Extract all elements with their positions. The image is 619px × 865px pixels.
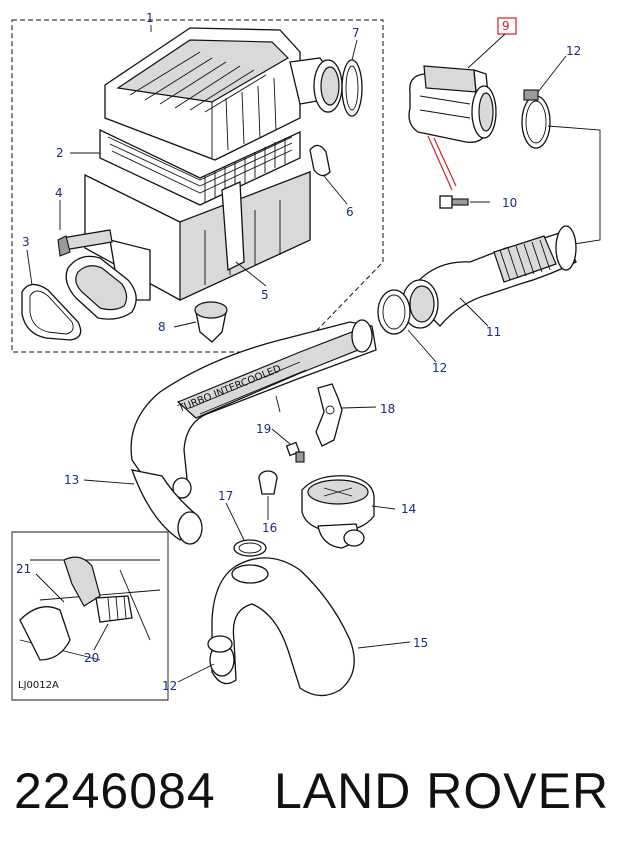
callout-2: 2 xyxy=(56,146,64,160)
callout-3: 3 xyxy=(22,235,30,249)
callouts: 1 2 3 4 5 6 7 8 9 10 11 12 12 12 13 14 1… xyxy=(16,11,581,693)
callout-1: 1 xyxy=(146,11,154,25)
callout-12-bottom: 12 xyxy=(162,679,177,693)
parts-diagram: TURBO INTERCOOLED xyxy=(11,11,601,701)
hose-clip xyxy=(377,289,411,335)
callout-20: 20 xyxy=(84,651,99,665)
callout-15: 15 xyxy=(413,636,428,650)
part-number: 2246084 xyxy=(14,763,216,819)
highlight-leader xyxy=(467,33,506,69)
resonator xyxy=(301,475,375,549)
bolt xyxy=(439,195,469,209)
callout-18: 18 xyxy=(380,402,395,416)
callout-21: 21 xyxy=(16,562,31,576)
footer xyxy=(0,722,619,865)
outlet-seal xyxy=(341,59,363,117)
reference-code: LJ0012A xyxy=(18,680,59,691)
inlet-seal xyxy=(21,283,82,341)
mass-air-flow-sensor xyxy=(408,65,497,143)
callout-9: 9 xyxy=(502,19,510,33)
dump-valve xyxy=(194,301,228,343)
hose-clip xyxy=(233,539,267,557)
callout-5: 5 xyxy=(261,288,269,302)
air-cleaner-housing xyxy=(61,27,343,301)
clip xyxy=(309,144,331,177)
bolt xyxy=(285,441,305,463)
callout-10: 10 xyxy=(502,196,517,210)
brand-name: LAND ROVER xyxy=(274,763,610,819)
callout-16: 16 xyxy=(262,521,277,535)
inlet-flange xyxy=(65,255,137,320)
leader-lines xyxy=(26,25,567,683)
intake-hose xyxy=(401,225,577,329)
grommet xyxy=(258,470,278,495)
connection-line xyxy=(547,125,601,245)
callout-4: 4 xyxy=(55,186,63,200)
air-cleaner-assembly-outline xyxy=(11,19,384,353)
bracket xyxy=(315,383,343,447)
callout-14: 14 xyxy=(401,502,416,516)
turbo-hose xyxy=(209,557,355,697)
callout-11: 11 xyxy=(486,325,501,339)
stud xyxy=(275,395,281,413)
highlight-box xyxy=(497,17,517,35)
callout-8: 8 xyxy=(158,320,166,334)
hose-clip xyxy=(521,89,551,149)
callout-13: 13 xyxy=(64,473,79,487)
callout-17: 17 xyxy=(218,489,233,503)
inset-view xyxy=(11,531,169,701)
callout-7: 7 xyxy=(352,26,360,40)
callout-6: 6 xyxy=(346,205,354,219)
bolt-leaders xyxy=(427,135,457,191)
breather-plug xyxy=(57,235,71,257)
callout-19: 19 xyxy=(256,422,271,436)
callout-12-top: 12 xyxy=(566,44,581,58)
hose-clip xyxy=(207,635,233,653)
callout-12-middle: 12 xyxy=(432,361,447,375)
retaining-clip xyxy=(221,181,245,272)
